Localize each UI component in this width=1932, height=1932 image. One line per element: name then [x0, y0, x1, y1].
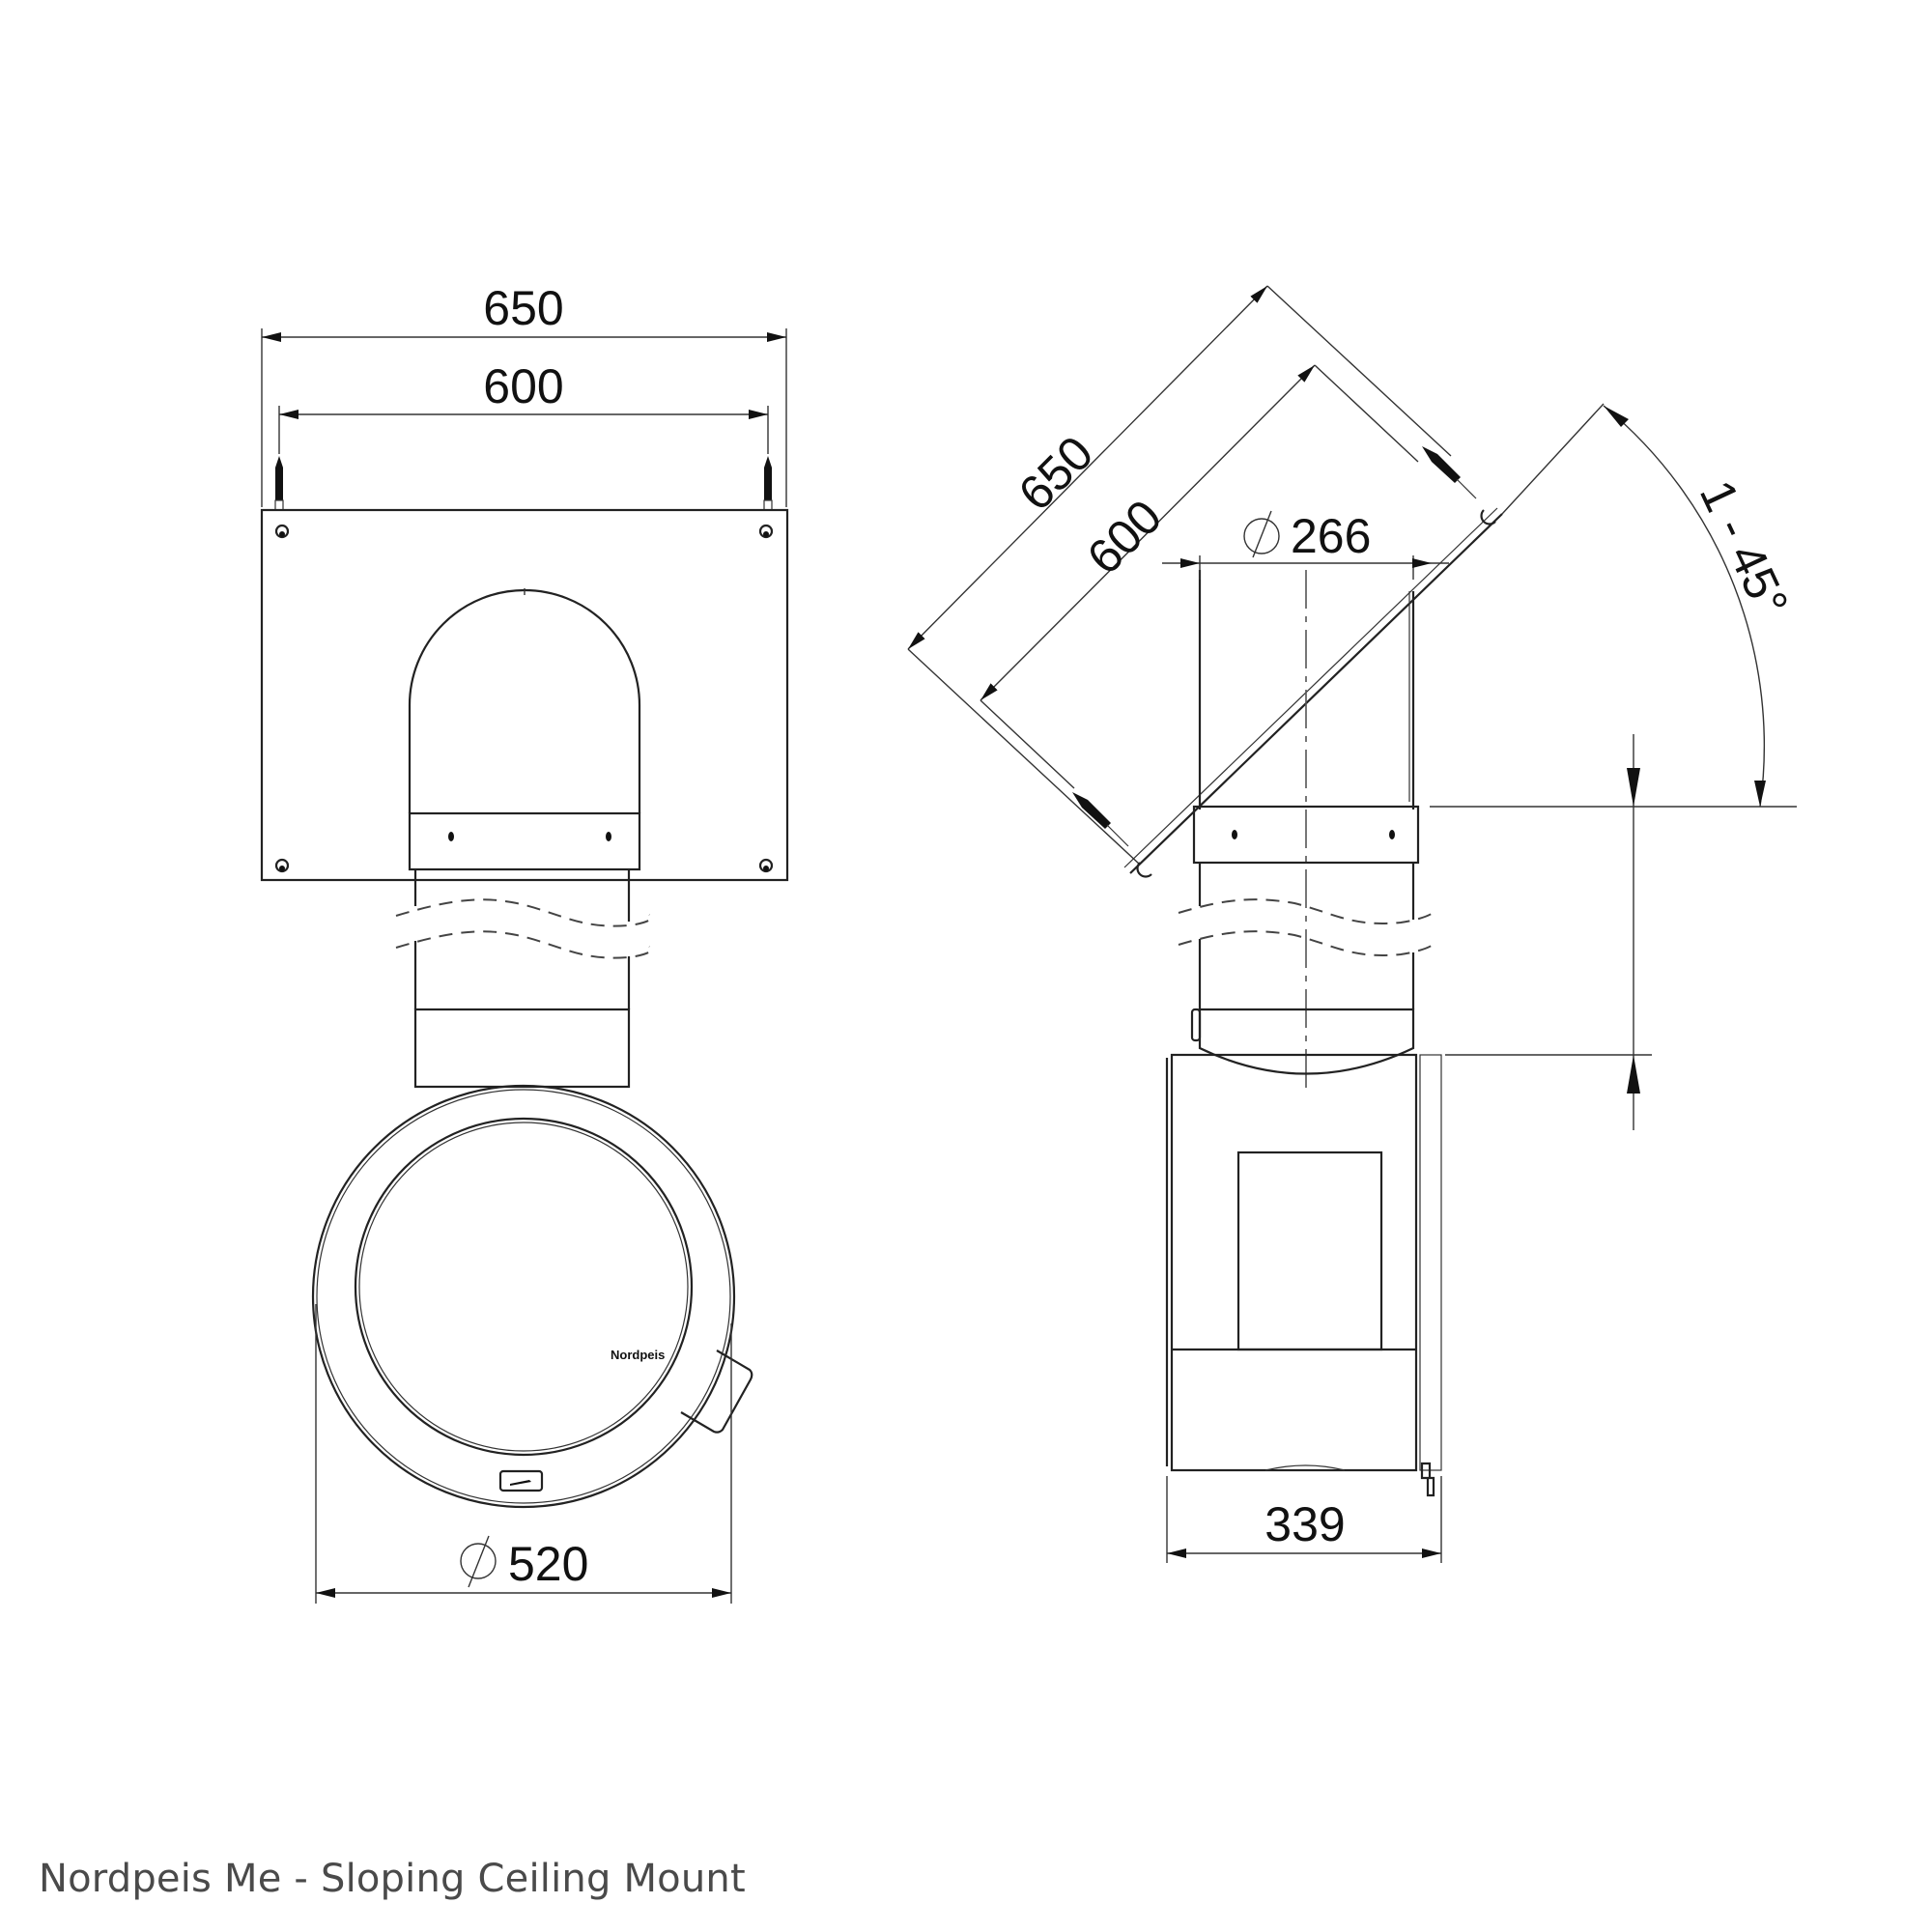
side-dim-650: 650 [907, 285, 1452, 866]
screw-icon [1422, 446, 1496, 526]
side-dim-600-label: 600 [1077, 490, 1173, 585]
stove-door [354, 1117, 694, 1457]
pipe-adapter [413, 1008, 631, 1089]
front-view: 650 600 [260, 281, 789, 1604]
stove-body-side [1170, 1053, 1418, 1472]
side-dim-266-label: 266 [1291, 509, 1371, 563]
pipe-adapter [1198, 1008, 1415, 1075]
screw-icon [763, 456, 773, 511]
sloped-ceiling-plate [1129, 513, 1503, 874]
pipe-collar [408, 811, 641, 871]
air-control [498, 1469, 544, 1492]
pipe-collar [1192, 805, 1420, 865]
ceiling-plate [260, 508, 789, 882]
plate-bolt-icons [274, 524, 774, 873]
screw-icon [274, 456, 284, 511]
side-view: 650 600 [907, 285, 1799, 1563]
front-dim-520: 520 [315, 1304, 732, 1604]
screw-icon [1072, 792, 1152, 878]
stove-window [1236, 1151, 1383, 1351]
stove-body [311, 1084, 736, 1509]
side-dim-height [1430, 734, 1797, 1130]
front-dim-600-label: 600 [483, 359, 563, 413]
door-handle [680, 1350, 753, 1434]
front-dim-650-label: 650 [483, 281, 563, 335]
front-dim-520-label: 520 [508, 1537, 588, 1591]
front-dim-600: 600 [278, 359, 769, 454]
side-dim-339: 339 [1166, 1476, 1442, 1563]
brand-logo: Nordpeis [611, 1348, 665, 1362]
side-dim-angle: 1 - 45° [1501, 403, 1799, 808]
side-dim-650-label: 650 [1009, 426, 1104, 522]
flue-pipe-top [408, 588, 641, 813]
front-dim-650: 650 [261, 281, 787, 507]
side-dim-339-label: 339 [1264, 1497, 1345, 1551]
side-dim-angle-label: 1 - 45° [1690, 472, 1799, 625]
drawing-caption: Nordpeis Me - Sloping Ceiling Mount [39, 1857, 746, 1901]
back-panel [1419, 1054, 1442, 1471]
side-dim-266: 266 [1162, 509, 1449, 580]
